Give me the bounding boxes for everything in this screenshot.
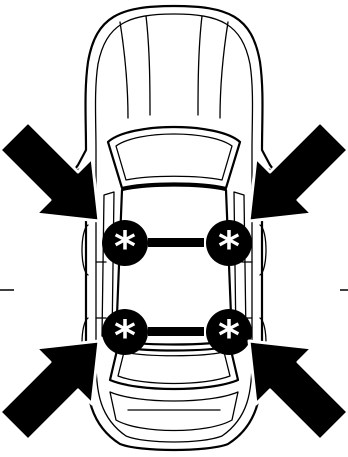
- arrow-lower-left: [0, 339, 101, 442]
- windshield: [106, 125, 242, 190]
- arrow-upper-left: [0, 120, 101, 223]
- rear-window: [108, 344, 240, 391]
- marker-rear-left: *: [102, 309, 148, 360]
- marker-front-right: *: [206, 220, 252, 271]
- svg-text:*: *: [114, 222, 136, 271]
- marker-front-left: *: [102, 220, 148, 271]
- front-connector-bar: [148, 238, 204, 247]
- svg-text:*: *: [114, 311, 136, 360]
- svg-text:*: *: [218, 311, 240, 360]
- arrow-upper-right: [247, 120, 348, 223]
- trunk-lid: [109, 391, 239, 432]
- arrow-lower-right: [247, 339, 348, 442]
- svg-text:*: *: [218, 222, 240, 271]
- rear-connector-bar: [148, 327, 204, 336]
- car-body: [66, 4, 282, 452]
- marker-rear-right: *: [206, 309, 252, 360]
